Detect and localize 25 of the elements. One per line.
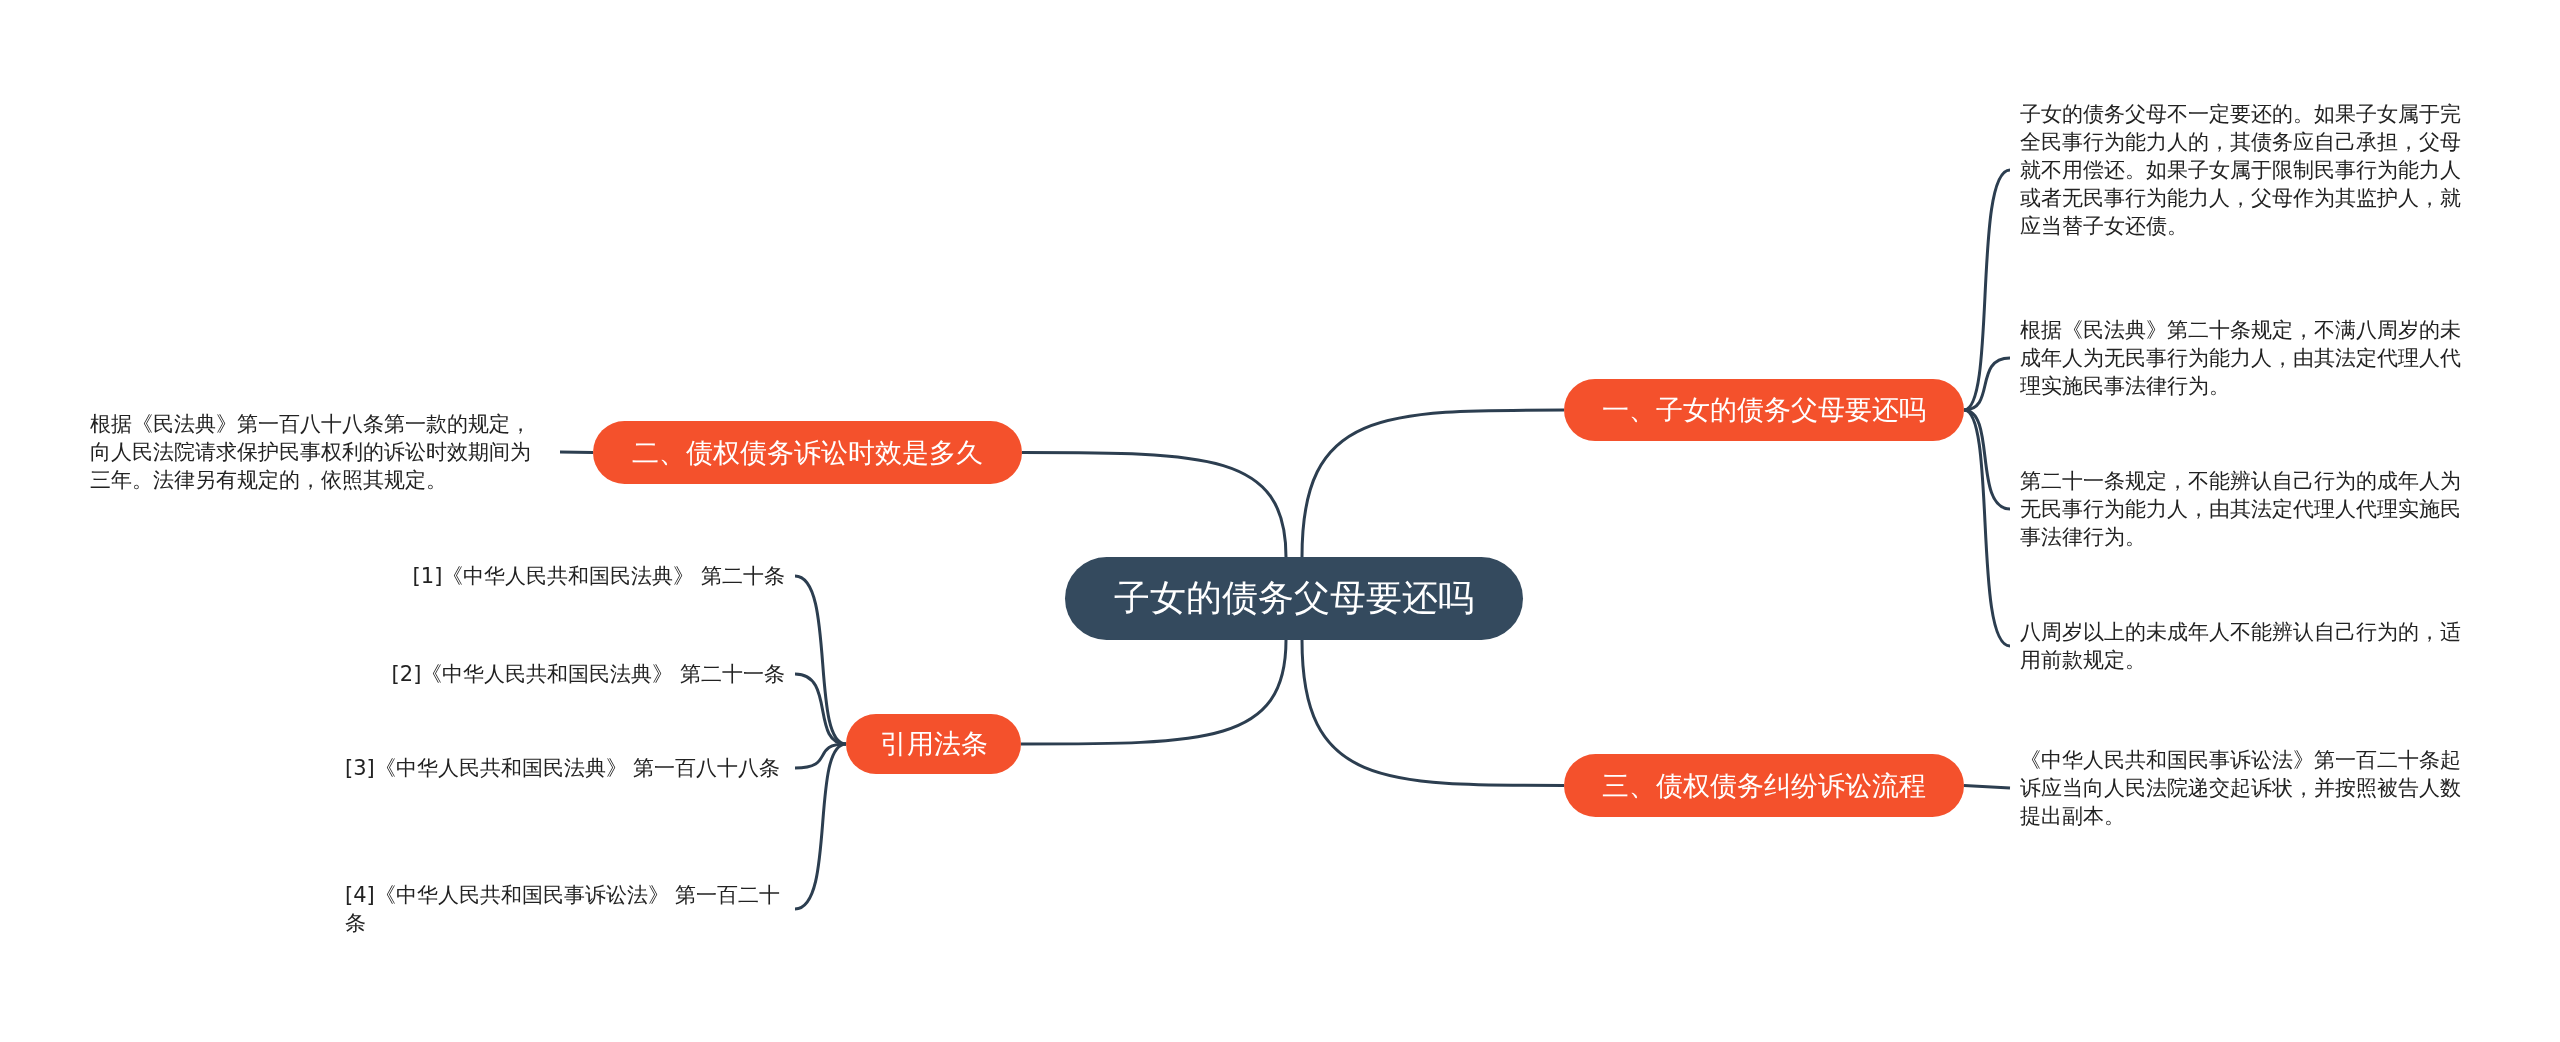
- connector-line: [794, 672, 847, 746]
- topic-box: 三、债权债务纠纷诉讼流程: [1564, 754, 1964, 817]
- connector-line: [1963, 784, 2011, 790]
- connector-line: [794, 742, 847, 911]
- topic-box: 引用法条: [846, 714, 1021, 774]
- connector-line: [559, 450, 594, 454]
- connector-line: [1963, 408, 2011, 648]
- central-topic-box: 子女的债务父母要还吗: [1065, 557, 1523, 640]
- note-text: 第二十一条规定，不能辨认自己行为的成年人为无民事行为能力人，由其法定代理人代理实施民事法律行为。: [2010, 467, 2480, 551]
- note-text: 根据《民法典》第二十条规定，不满八周岁的未成年人为无民事行为能力人，由其法定代理人代理实施民事法律行为。: [2010, 316, 2480, 400]
- note-text: [4]《中华人民共和国民事诉讼法》 第一百二十条: [345, 881, 795, 937]
- note-text: [2]《中华人民共和国民法典》 第二十一条: [391, 660, 795, 688]
- connector-line: [1021, 639, 1288, 746]
- connector-line: [1963, 356, 2011, 412]
- topic-box: 一、子女的债务父母要还吗: [1564, 379, 1964, 441]
- note-text: 根据《民法典》第一百八十八条第一款的规定，向人民法院请求保护民事权利的诉讼时效期间为三年。法律另有规定的，依照其规定。: [90, 410, 560, 494]
- topic-box: 二、债权债务诉讼时效是多久: [593, 421, 1022, 484]
- connector-line: [1300, 639, 1564, 787]
- connector-line: [1022, 451, 1288, 558]
- note-text: 八周岁以上的未成年人不能辨认自己行为的，适用前款规定。: [2010, 618, 2480, 674]
- connector-line: [1300, 408, 1564, 558]
- note-text: 《中华人民共和国民事诉讼法》第一百二十条起诉应当向人民法院递交起诉状，并按照被告人数提出副本。: [2010, 746, 2480, 830]
- note-text: [1]《中华人民共和国民法典》 第二十条: [412, 562, 795, 590]
- note-text: [3]《中华人民共和国民法典》 第一百八十八条: [345, 754, 795, 782]
- note-text: 子女的债务父母不一定要还的。如果子女属于完全民事行为能力人的，其债务应自己承担，父母就不用偿还。如果子女属于限制民事行为能力人或者无民事行为能力人，父母作为其监护人，就应当替子女还债。: [2010, 100, 2480, 240]
